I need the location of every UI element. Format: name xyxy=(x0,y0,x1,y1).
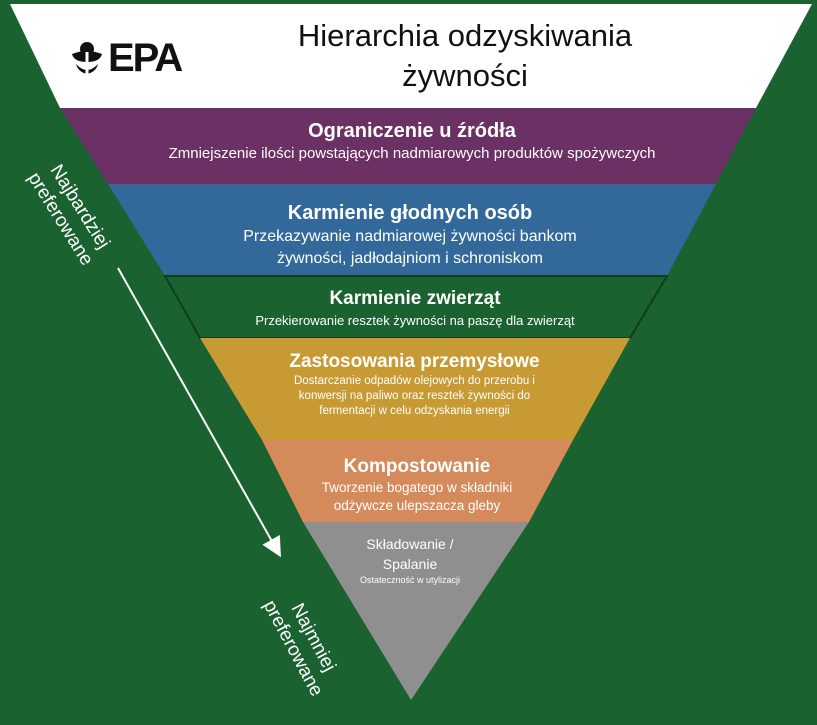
band-composting xyxy=(262,440,573,522)
epa-logo-text: EPA xyxy=(108,35,183,80)
preference-arrow xyxy=(117,267,281,558)
band-feed-hungry xyxy=(108,184,716,276)
level-description: Przekazywanie nadmiarowej żywności banko… xyxy=(243,228,577,267)
page-title: Hierarchia odzyskiwania żywności xyxy=(297,18,633,93)
level-heading: Zastosowania przemysłowe xyxy=(289,351,540,372)
level-heading: Karmienie głodnych osób xyxy=(287,202,533,224)
level-industrial: Zastosowania przemysłowe Dostarczanie od… xyxy=(272,350,557,419)
band-landfill xyxy=(303,522,529,700)
level-description: Przekierowanie resztek żywności na paszę… xyxy=(255,313,575,328)
level-composting: Kompostowanie Tworzenie bogatego w skład… xyxy=(292,455,542,515)
epa-flower-icon xyxy=(72,42,102,74)
level-landfill: Składowanie / Spalanie Ostateczność w ut… xyxy=(350,534,470,586)
level-description: Zmniejszenie ilości powstających nadmiar… xyxy=(168,145,656,162)
band-title xyxy=(10,4,812,108)
level-description: Dostarczanie odpadów olejowych do przero… xyxy=(293,375,535,417)
level-source-reduction: Ograniczenie u źródła Zmniejszenie ilośc… xyxy=(108,118,716,164)
band-source-reduction xyxy=(60,108,756,184)
level-heading: Ograniczenie u źródła xyxy=(308,120,516,142)
epa-logo: EPA xyxy=(70,35,183,80)
level-heading: Kompostowanie xyxy=(343,456,491,477)
level-feed-animals: Karmienie zwierząt Przekierowanie reszte… xyxy=(200,286,630,330)
level-feed-hungry: Karmienie głodnych osób Przekazywanie na… xyxy=(210,200,610,270)
level-description: Tworzenie bogatego w składniki odżywcze … xyxy=(321,480,513,513)
level-description: Ostateczność w utylizacji xyxy=(359,575,461,585)
level-heading: Karmienie zwierząt xyxy=(329,288,501,309)
level-heading: Składowanie / Spalanie xyxy=(366,536,454,572)
band-industrial xyxy=(200,338,630,440)
